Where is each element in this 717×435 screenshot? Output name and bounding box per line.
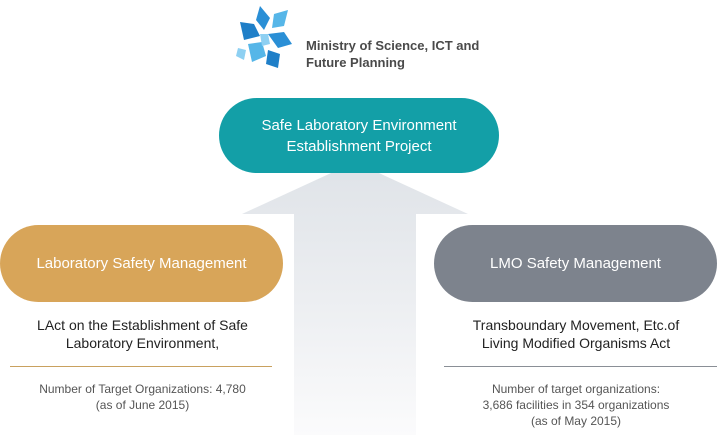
lmo-law-line1: Transboundary Movement, Etc.of <box>472 317 680 333</box>
lmo-stat: Number of target organizations: 3,686 fa… <box>440 381 712 429</box>
ministry-logo-icon <box>236 6 292 68</box>
lmo-safety-law: Transboundary Movement, Etc.of Living Mo… <box>440 316 712 352</box>
lmo-safety-title: LMO Safety Management <box>490 255 661 272</box>
lmo-stat-line3: (as of May 2015) <box>530 414 622 428</box>
ministry-name-line2: Future Planning <box>306 55 405 70</box>
laboratory-safety-title: Laboratory Safety Management <box>36 255 247 272</box>
laboratory-divider <box>10 366 272 367</box>
laboratory-safety-pill: Laboratory Safety Management <box>0 225 283 302</box>
lmo-law-line2: Living Modified Organisms Act <box>481 335 671 351</box>
up-arrow <box>242 162 468 435</box>
lmo-stat-line1: Number of target organizations: <box>491 382 661 396</box>
project-title-line2: Establishment Project <box>286 137 432 155</box>
laboratory-safety-law: LAct on the Establishment of Safe Labora… <box>10 316 275 352</box>
project-title-line1: Safe Laboratory Environment <box>261 116 457 134</box>
laboratory-law-line1: LAct on the Establishment of Safe <box>37 317 248 333</box>
lmo-stat-line2: 3,686 facilities in 354 organizations <box>482 398 670 412</box>
ministry-name: Ministry of Science, ICT and Future Plan… <box>306 37 526 71</box>
laboratory-stat: Number of Target Organizations: 4,780 (a… <box>10 381 275 413</box>
ministry-name-line1: Ministry of Science, ICT and <box>306 38 480 53</box>
laboratory-stat-line2: (as of June 2015) <box>95 398 190 412</box>
lmo-divider <box>444 366 717 367</box>
lmo-safety-pill: LMO Safety Management <box>434 225 717 302</box>
project-pill: Safe Laboratory Environment Establishmen… <box>219 98 499 173</box>
laboratory-law-line2: Laboratory Environment, <box>65 335 220 351</box>
laboratory-stat-line1: Number of Target Organizations: 4,780 <box>39 382 246 396</box>
